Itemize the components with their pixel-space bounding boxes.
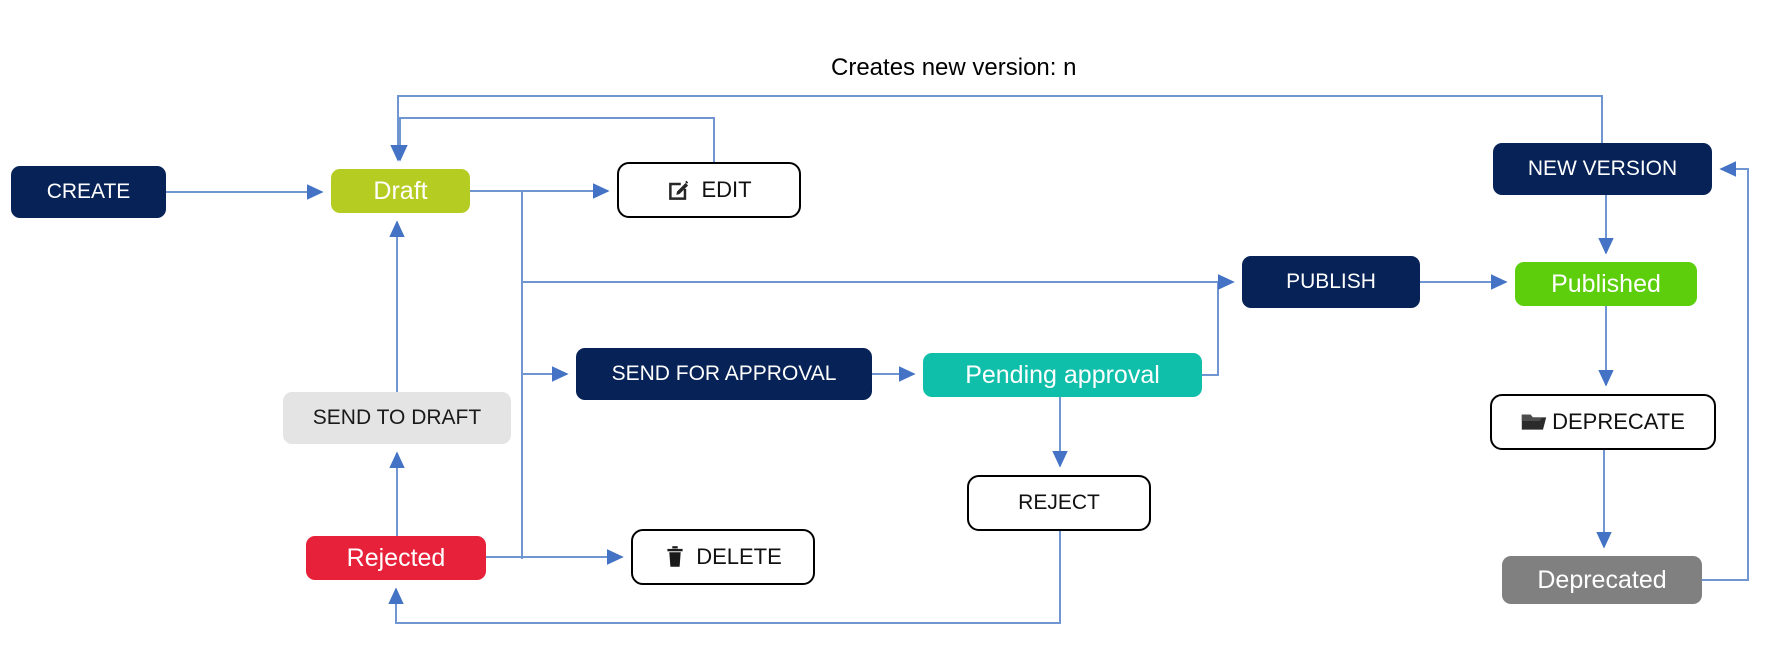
edge-pending-to-publish xyxy=(1202,274,1235,376)
node-pending-approval[interactable]: Pending approval xyxy=(923,353,1202,397)
node-edit-label: EDIT xyxy=(701,177,752,202)
node-deprecated-label: Deprecated xyxy=(1537,565,1667,594)
node-draft-label: Draft xyxy=(373,176,428,205)
edge-new-version-to-draft xyxy=(390,95,1603,162)
edit-icon xyxy=(666,178,691,203)
node-send-for-approval[interactable]: SEND FOR APPROVAL xyxy=(576,348,872,400)
node-delete-label: DELETE xyxy=(696,544,782,569)
node-new-version-label: NEW VERSION xyxy=(1527,157,1678,180)
edge-label-creates-new-version: Creates new version: n xyxy=(831,54,1077,81)
edge-deprecated-to-new-version xyxy=(1702,161,1749,581)
node-rejected[interactable]: Rejected xyxy=(306,536,486,580)
node-published[interactable]: Published xyxy=(1515,262,1697,306)
folder-icon xyxy=(1521,412,1547,432)
node-rejected-label: Rejected xyxy=(346,543,446,572)
node-reject[interactable]: REJECT xyxy=(967,475,1151,531)
trash-icon xyxy=(664,545,686,569)
node-delete[interactable]: DELETE xyxy=(631,529,815,585)
node-publish[interactable]: PUBLISH xyxy=(1242,256,1420,308)
node-deprecate-label: DEPRECATE xyxy=(1552,409,1685,434)
edge-edit-to-draft xyxy=(392,117,715,162)
node-create-label: CREATE xyxy=(46,180,131,203)
node-pending-approval-label: Pending approval xyxy=(965,360,1160,389)
node-published-label: Published xyxy=(1551,269,1661,298)
node-create[interactable]: CREATE xyxy=(11,166,166,218)
node-reject-label: REJECT xyxy=(1018,491,1100,514)
node-deprecate[interactable]: DEPRECATE xyxy=(1490,394,1716,450)
node-send-to-draft-label: SEND TO DRAFT xyxy=(312,406,482,429)
node-publish-label: PUBLISH xyxy=(1286,270,1376,293)
node-new-version[interactable]: NEW VERSION xyxy=(1493,143,1712,195)
node-edit[interactable]: EDIT xyxy=(617,162,801,218)
node-draft[interactable]: Draft xyxy=(331,169,470,213)
node-send-for-approval-label: SEND FOR APPROVAL xyxy=(611,362,837,385)
node-send-to-draft[interactable]: SEND TO DRAFT xyxy=(283,392,511,444)
node-deprecated[interactable]: Deprecated xyxy=(1502,556,1702,604)
